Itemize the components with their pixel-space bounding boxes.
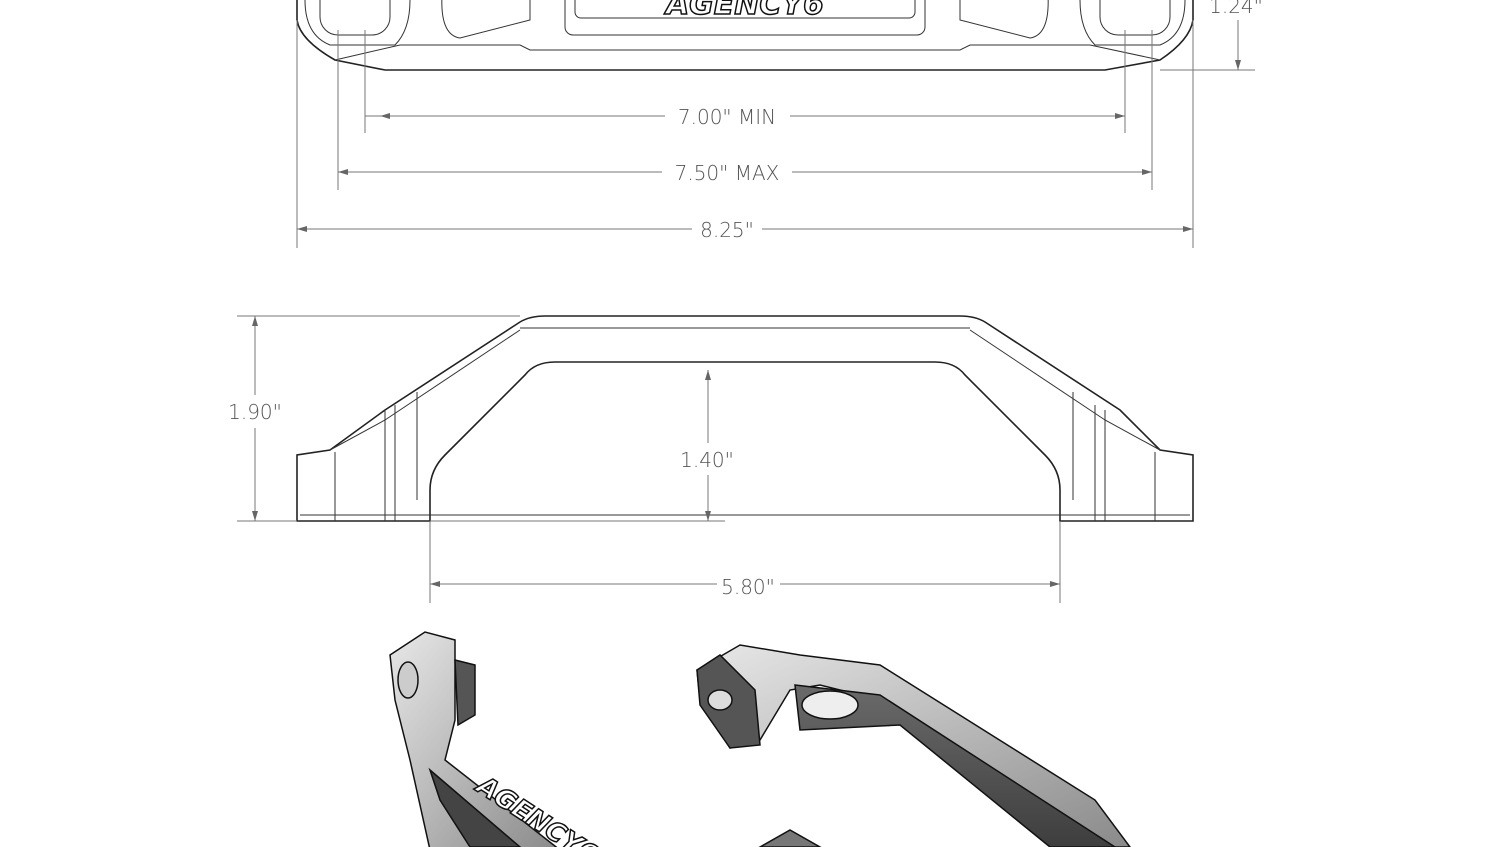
logo-top: AGENCY6 [664, 0, 824, 22]
top-view-dimensions: 7.00" MIN 7.50" MAX 8.25" 1.24" [296, 0, 1263, 248]
isometric-view: AGENCY6 [389, 631, 1131, 847]
dim-overall-height: 1.90" [228, 400, 282, 424]
side-view-dimensions: 1.90" 1.40" 5.80" [228, 315, 1061, 603]
side-view [296, 315, 1194, 522]
dim-overall-length: 8.25" [700, 218, 754, 242]
dim-max-width: 7.50" MAX [675, 161, 780, 185]
dim-inner-span: 5.80" [721, 575, 775, 599]
top-view: AGENCY6 [296, 0, 1194, 71]
dim-top-height: 1.24" [1209, 0, 1263, 18]
dim-inner-height: 1.40" [680, 448, 734, 472]
dim-min-width: 7.00" MIN [678, 105, 776, 129]
